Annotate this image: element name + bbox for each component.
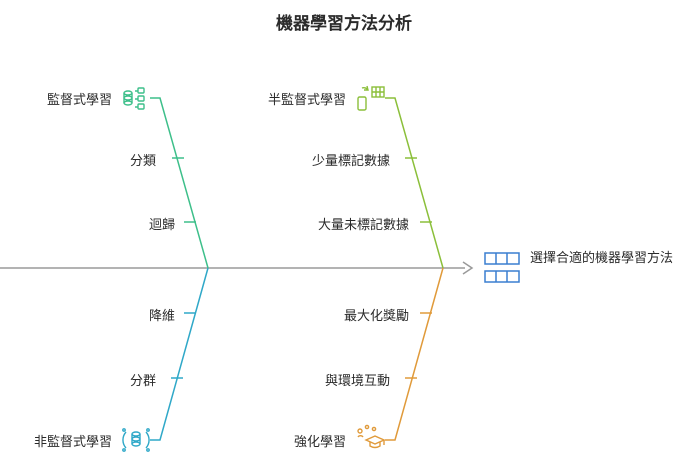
database-icon <box>123 87 145 110</box>
diagram-title: 機器學習方法分析 <box>276 14 412 34</box>
unsupervised-label: 非監督式學習 <box>33 435 112 450</box>
supervised-item-classification: 分類 <box>129 154 156 169</box>
semi-supervised-label: 半監督式學習 <box>267 93 346 108</box>
reinforcement-label: 強化學習 <box>293 435 346 450</box>
database-cluster-icon <box>122 428 150 452</box>
unsupervised-bone <box>150 267 209 441</box>
reinforcement-item-maximize-reward: 最大化獎勵 <box>343 309 409 324</box>
grid-table-icon <box>484 252 520 283</box>
semi-supervised-item-labeled: 少量標記數據 <box>311 154 390 169</box>
semi-supervised-item-unlabeled: 大量未標記數據 <box>317 218 409 233</box>
supervised-label: 監督式學習 <box>46 93 112 108</box>
supervised-bone <box>150 97 209 269</box>
semi-supervised-bone <box>385 97 444 269</box>
unsupervised-item-clustering: 分群 <box>129 374 156 389</box>
unsupervised-item-dim-reduction: 降維 <box>148 309 175 324</box>
reinforcement-bone <box>385 267 444 441</box>
graduation-cap-icon <box>357 424 386 449</box>
device-grid-icon <box>357 85 385 111</box>
reinforcement-item-environment: 與環境互動 <box>324 374 390 389</box>
goal-label: 選擇合適的機器學習方法 <box>530 251 674 266</box>
supervised-item-regression: 迴歸 <box>148 218 175 233</box>
spine-arrowhead <box>462 261 474 275</box>
